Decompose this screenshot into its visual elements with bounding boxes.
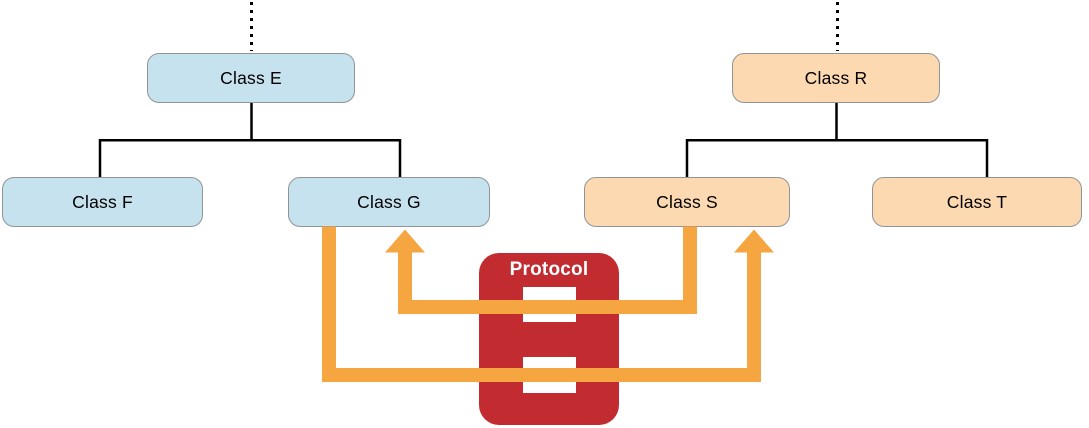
tree-bracket-e-children: [98, 139, 402, 177]
node-class-s: Class S: [584, 177, 790, 227]
arrow-g-to-s-arrowhead: [734, 229, 774, 253]
protocol-label: Protocol: [509, 259, 589, 280]
node-class-e-label: Class E: [220, 67, 282, 88]
node-class-e: Class E: [147, 53, 355, 103]
arrow-s-to-g-arrowhead: [385, 229, 425, 253]
protocol-slot-bottom: [523, 357, 576, 393]
node-class-f-label: Class F: [72, 191, 133, 212]
node-class-s-label: Class S: [656, 191, 718, 212]
tree-bracket-r-children: [685, 139, 989, 177]
node-class-r-label: Class R: [804, 67, 868, 88]
node-class-t-label: Class T: [946, 191, 1008, 212]
protocol-box: Protocol: [479, 253, 619, 425]
node-class-r: Class R: [732, 53, 940, 103]
protocol-slot-top: [523, 287, 576, 322]
node-class-t: Class T: [872, 177, 1082, 227]
node-class-f: Class F: [2, 177, 203, 227]
node-class-g: Class G: [288, 177, 490, 227]
node-class-g-label: Class G: [357, 191, 421, 212]
